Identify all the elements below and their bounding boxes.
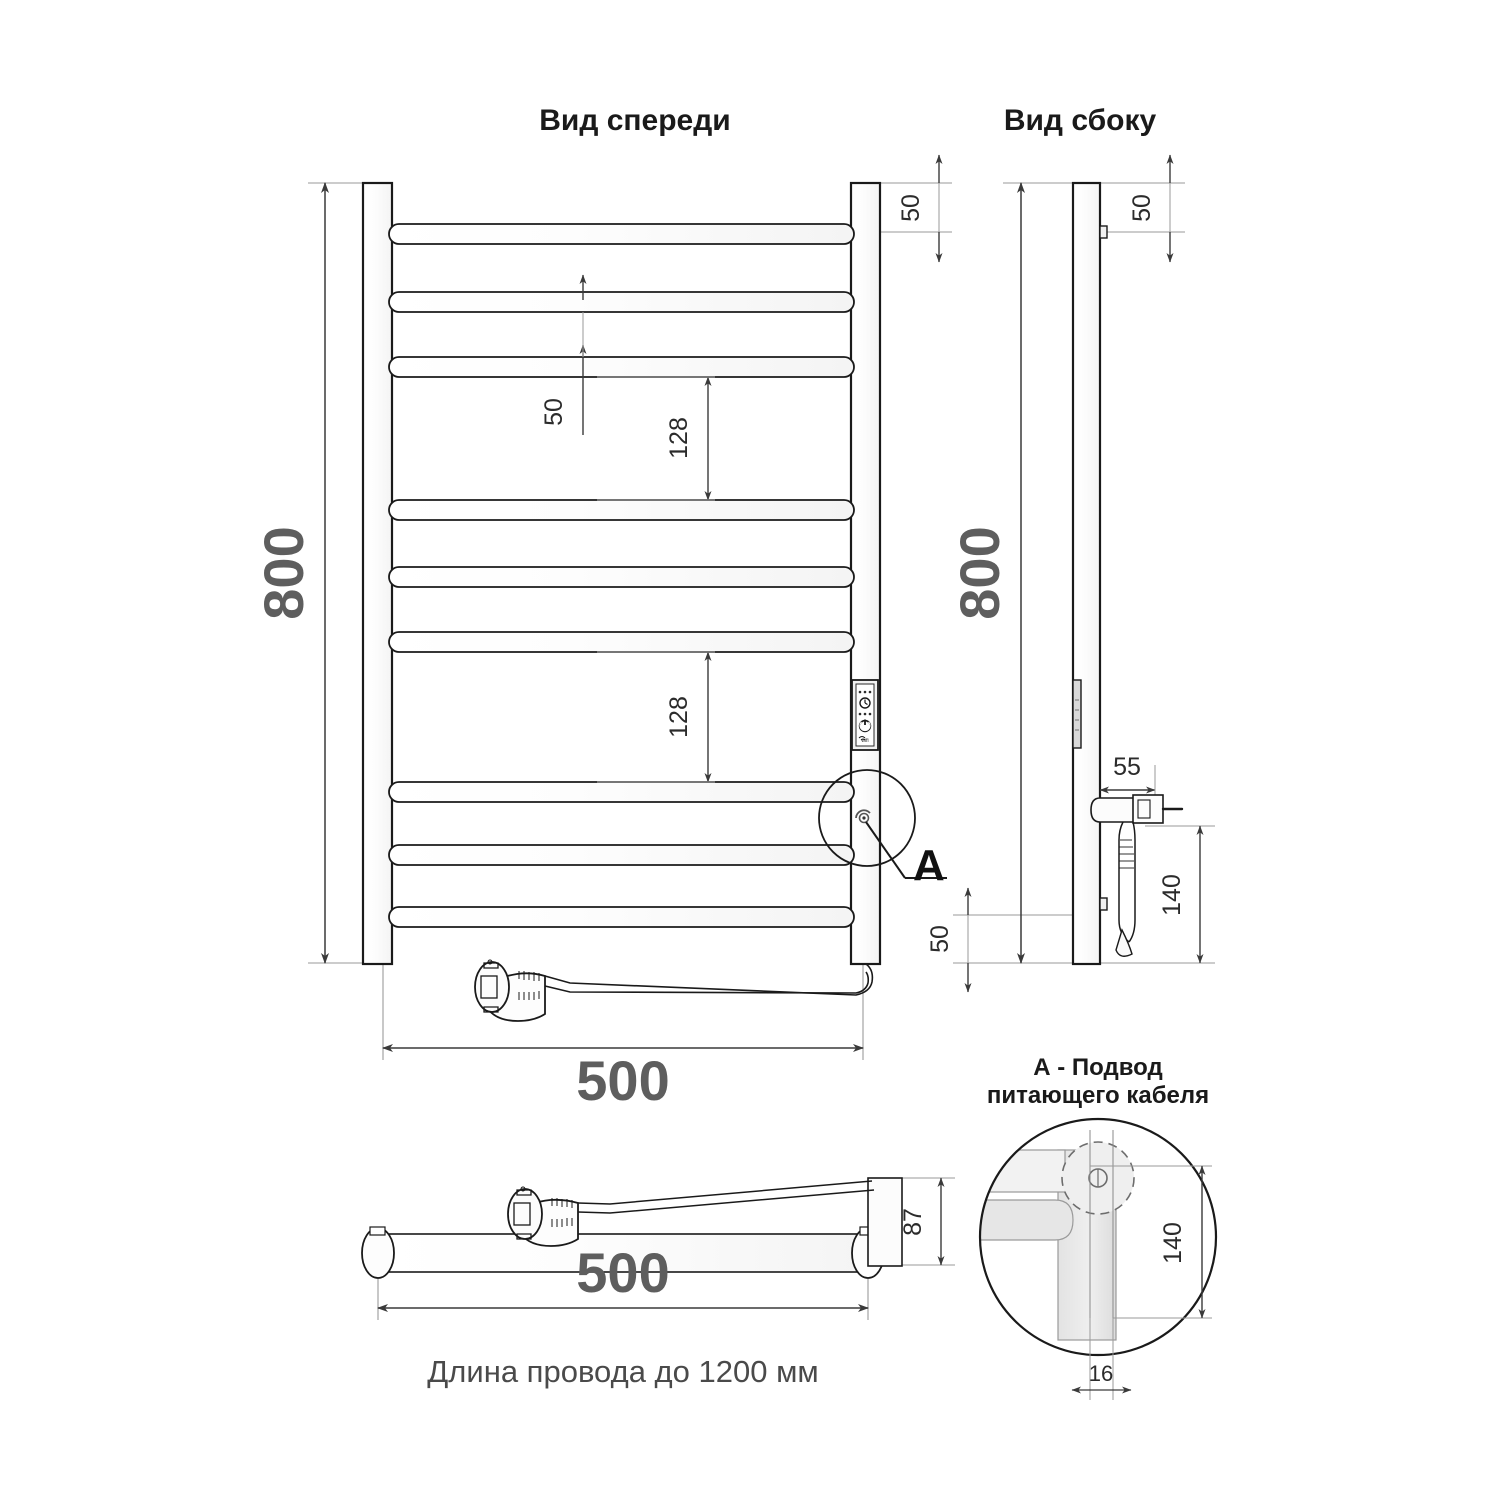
dim-front-top-gap-label: 50 xyxy=(897,194,925,222)
dim-plan-width-label: 500 xyxy=(576,1241,669,1304)
plan-power-cord xyxy=(507,1180,875,1247)
detail-callout-A-label: А xyxy=(913,841,945,890)
cord-length-note: Длина провода до 1200 мм xyxy=(427,1354,818,1389)
dim-side-top-gap: 50 xyxy=(1128,154,1174,263)
detail-callout-A: А xyxy=(818,769,947,890)
dim-plan-depth: 87 xyxy=(899,1177,945,1266)
svg-text:wifi: wifi xyxy=(861,738,868,744)
side-rail-profile xyxy=(1071,181,1108,966)
side-view-group: 800 50 xyxy=(926,104,1215,993)
front-right-rail xyxy=(849,181,882,966)
detail-A-boundary xyxy=(978,1117,1218,1357)
plan-plug-body xyxy=(507,1186,579,1247)
dim-side-cable-drop: 140 xyxy=(1158,825,1204,964)
wifi-mark: wifi xyxy=(858,736,869,744)
rung xyxy=(388,906,855,928)
dim-side-cable-drop-label: 140 xyxy=(1158,874,1186,916)
bottom-bracket-nub xyxy=(1099,897,1108,911)
plan-view-group: 87 500 Длина провода до 1200 мм xyxy=(361,1177,955,1389)
detail-rung-lower xyxy=(980,1199,1074,1241)
dim-front-width: 500 xyxy=(382,1044,864,1112)
dim-plan-width: 500 xyxy=(377,1241,869,1312)
detail-A-title-line1: А - Подвод xyxy=(1033,1054,1163,1081)
side-plug-assembly xyxy=(1090,794,1184,957)
rung xyxy=(388,631,855,653)
dim-plan-depth-label: 87 xyxy=(899,1208,927,1236)
dim-detail-drop-label: 140 xyxy=(1159,1222,1187,1264)
rung xyxy=(388,223,855,245)
clock-icon[interactable] xyxy=(859,697,871,709)
front-rungs xyxy=(388,223,855,928)
dim-front-rung-gap: 50 xyxy=(540,274,587,435)
side-view-title: Вид сбоку xyxy=(1004,104,1157,137)
dim-front-pitch-lower: 128 xyxy=(597,651,715,783)
dim-front-pitch-upper-label: 128 xyxy=(665,417,693,459)
dim-side-height-label: 800 xyxy=(948,526,1011,619)
dim-side-depth-label: 55 xyxy=(1113,753,1141,781)
dim-side-height: 800 xyxy=(948,182,1025,964)
dim-side-bottom-gap-label: 50 xyxy=(926,925,954,953)
dim-side-top-gap-label: 50 xyxy=(1128,194,1156,222)
dim-front-height-label: 800 xyxy=(252,526,315,619)
detail-A-group: А - Подвод питающего кабеля xyxy=(978,1054,1218,1400)
plan-housing xyxy=(867,1177,903,1267)
dim-side-bottom-gap: 50 xyxy=(926,887,972,993)
dim-front-pitch-lower-label: 128 xyxy=(665,696,693,738)
front-view-group: 800 xyxy=(252,104,952,1112)
cord-strain-relief xyxy=(518,971,540,1000)
dim-detail-thickness-label: 16 xyxy=(1089,1361,1113,1386)
dim-front-pitch-upper: 128 xyxy=(597,376,715,501)
front-power-cord xyxy=(474,959,874,1022)
rung xyxy=(388,291,855,313)
side-control-panel xyxy=(1072,679,1082,749)
plan-bar xyxy=(361,1177,903,1279)
dim-front-rung-gap-label: 50 xyxy=(540,398,568,426)
detail-A-content xyxy=(980,1119,1216,1355)
dim-detail-drop: 140 xyxy=(1090,1165,1212,1319)
dim-detail-thickness: 16 xyxy=(1071,1318,1132,1400)
cable-entry-icon xyxy=(855,809,871,824)
rung xyxy=(388,356,855,378)
plan-strain-relief xyxy=(551,1198,573,1227)
panel-indicator-dots-top xyxy=(858,690,872,694)
dim-front-width-label: 500 xyxy=(576,1049,669,1112)
front-left-rail xyxy=(361,181,394,966)
side-strain-relief xyxy=(1119,839,1134,869)
side-extension-lines xyxy=(953,182,1215,964)
rung xyxy=(388,499,855,521)
dim-front-top-gap: 50 xyxy=(897,154,943,263)
dim-front-height: 800 xyxy=(252,182,329,964)
plug-body xyxy=(474,959,546,1022)
power-icon[interactable] xyxy=(858,719,872,733)
top-bracket-nub xyxy=(1099,225,1108,239)
dim-side-depth: 55 xyxy=(1099,753,1156,795)
panel-indicator-dots-bottom xyxy=(858,712,872,716)
detail-A-title-line2: питающего кабеля xyxy=(987,1082,1209,1109)
rung xyxy=(388,844,855,866)
side-panel-hatch xyxy=(1075,699,1079,731)
front-view-title: Вид спереди xyxy=(539,104,730,137)
rung xyxy=(388,566,855,588)
control-panel[interactable]: wifi xyxy=(851,679,879,751)
rung xyxy=(388,781,855,803)
